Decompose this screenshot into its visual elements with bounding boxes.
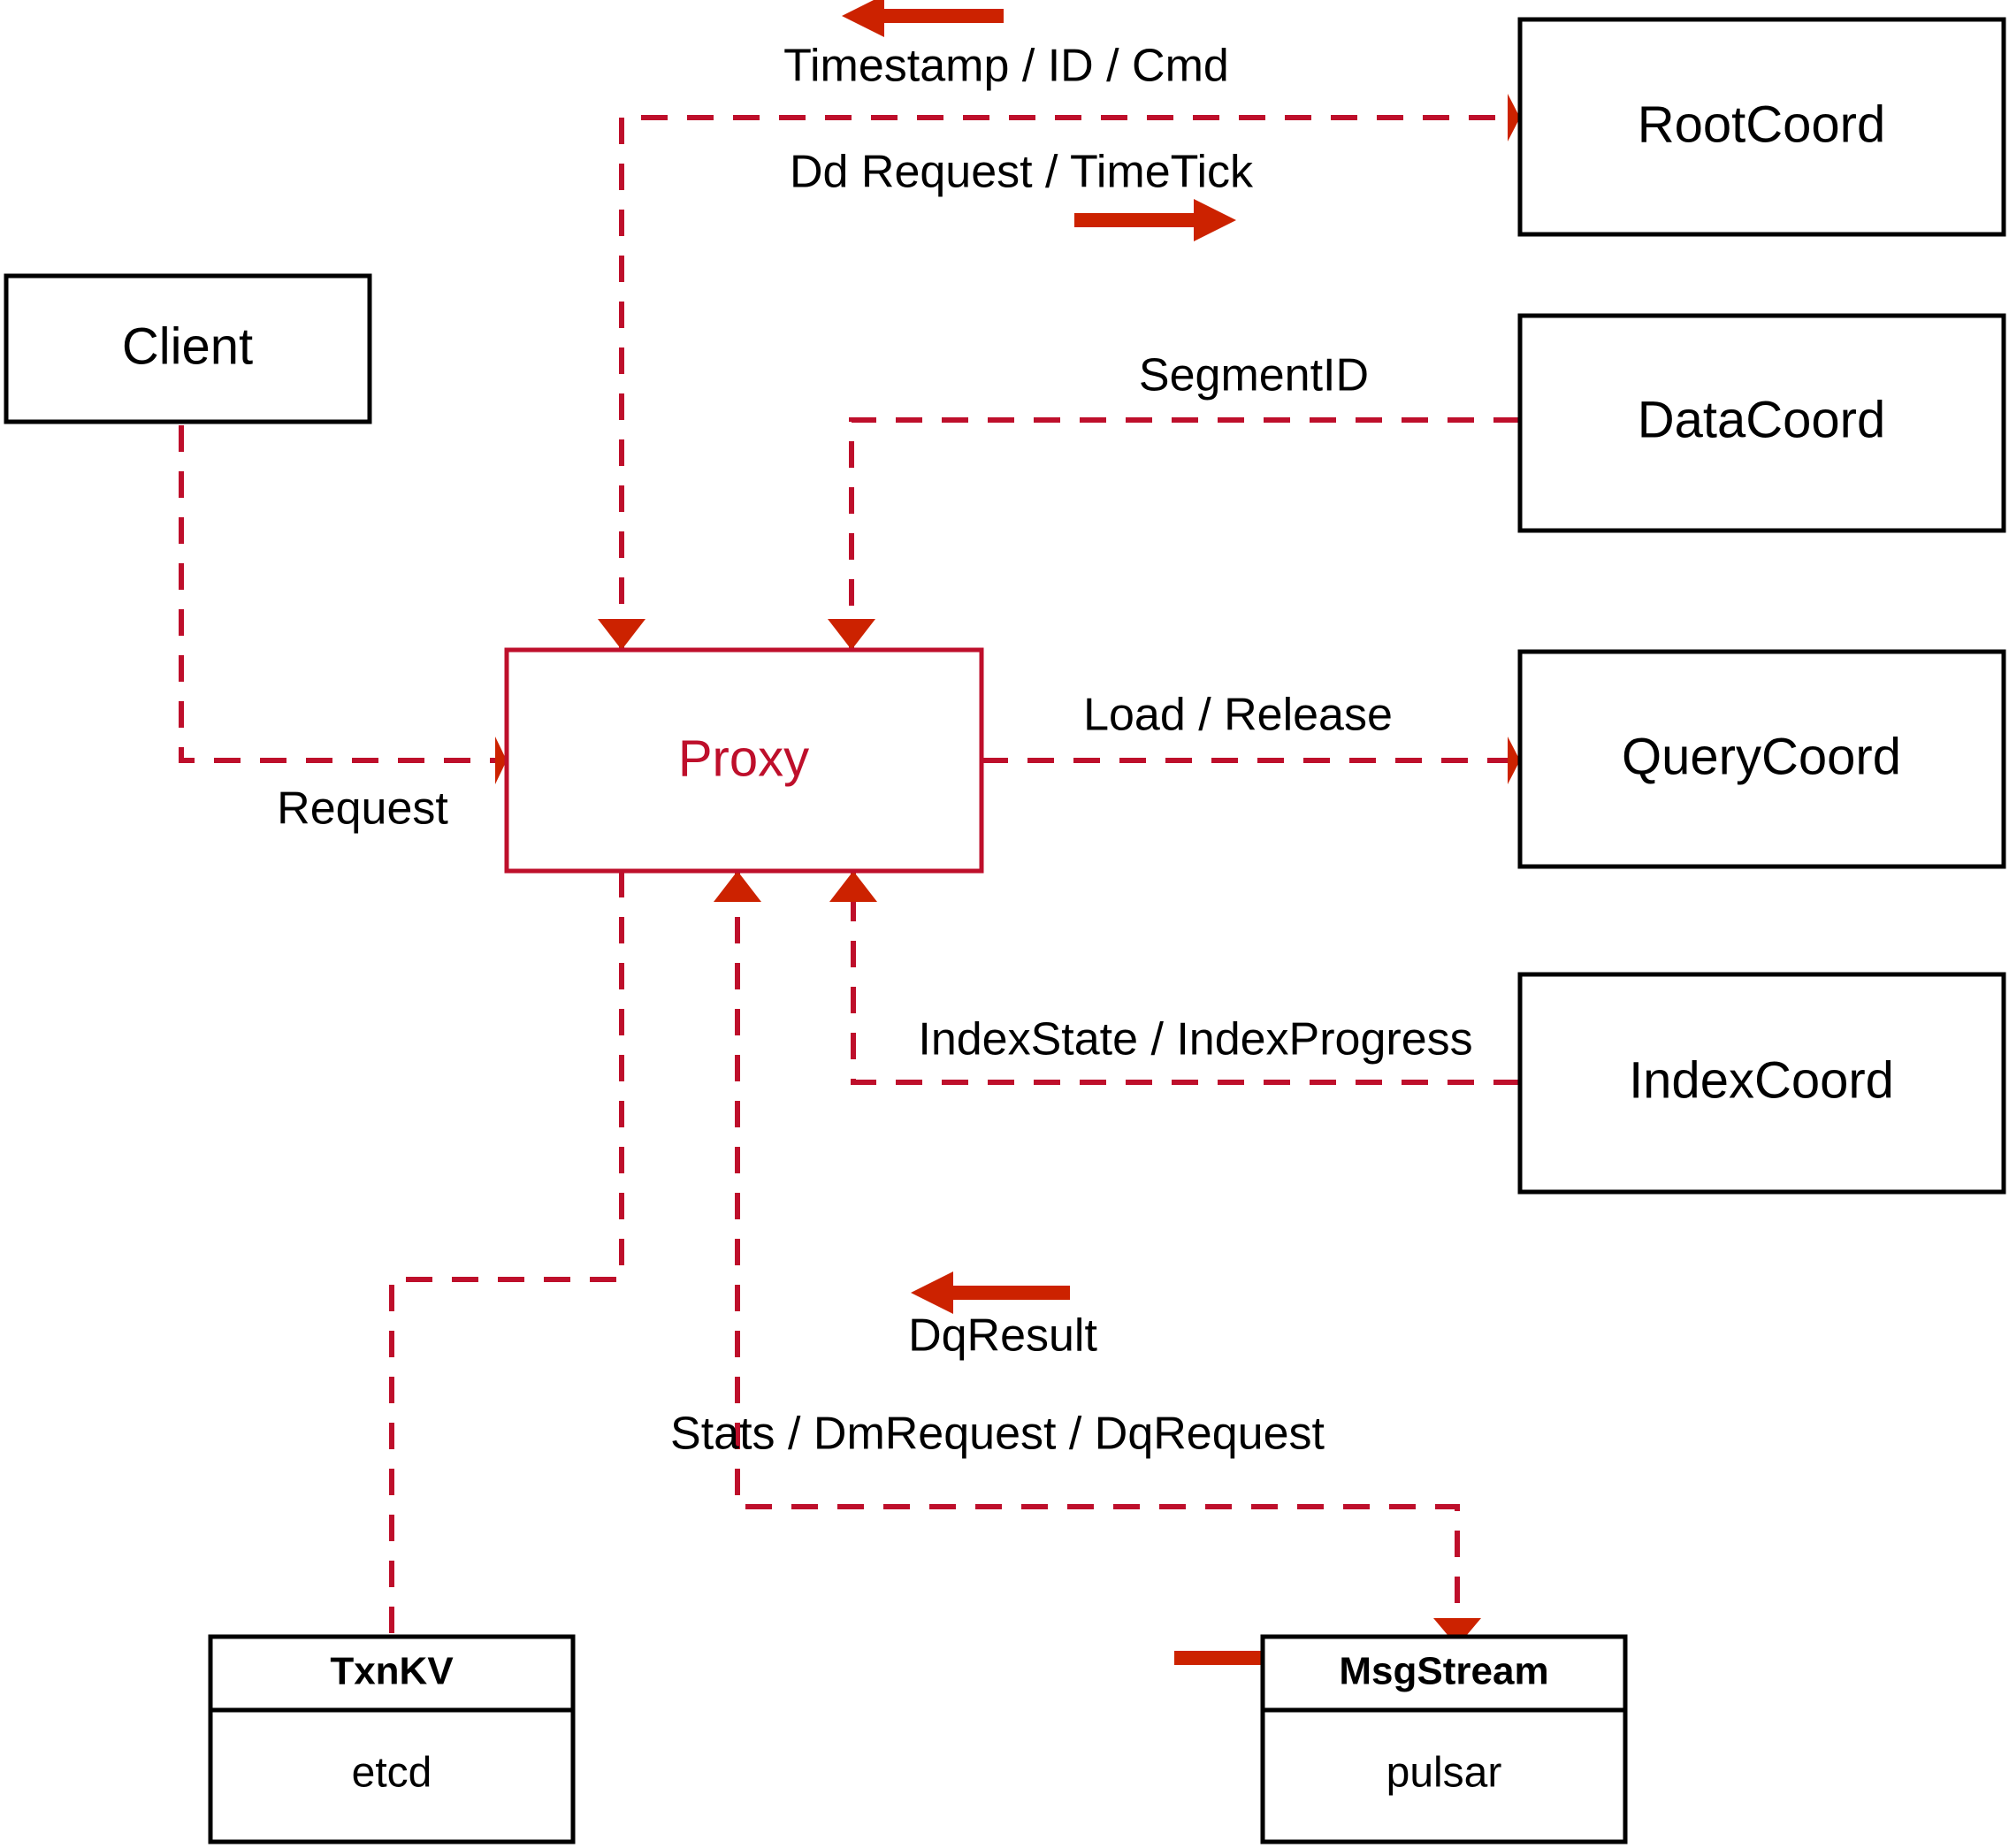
direction-arrow-timestamp-head — [842, 0, 884, 37]
flow-proxy-rootcoord — [619, 115, 1508, 650]
edge-label-stats-dm-dq-request: Stats / DmRequest / DqRequest — [670, 1409, 1325, 1460]
node-msgstream[interactable] — [1260, 1634, 1628, 1844]
node-indexcoord-label: IndexCoord — [1629, 1051, 1894, 1109]
flow-proxy-msgstream — [735, 871, 1460, 1618]
edge-label-segment-id: SegmentID — [1139, 350, 1369, 401]
flow-proxy-to-txnkv — [389, 871, 624, 1637]
direction-arrow-ddrequest-head — [1194, 199, 1236, 241]
node-rootcoord[interactable] — [1517, 17, 2006, 237]
node-rootcoord-label: RootCoord — [1638, 95, 1885, 153]
node-txnkv-impl-label: etcd — [352, 1750, 432, 1797]
node-querycoord[interactable] — [1517, 649, 2006, 869]
flow-client-to-proxy — [179, 287, 495, 763]
arrowhead-to-msgstream — [1433, 1618, 1481, 1646]
node-indexcoord[interactable] — [1517, 972, 2006, 1195]
flow-datacoord-to-proxy — [849, 417, 1520, 650]
arrowhead-client-to-proxy — [495, 737, 507, 784]
edge-label-dq-result: DqResult — [908, 1310, 1097, 1362]
node-datacoord[interactable] — [1517, 313, 2006, 533]
edge-label-timestamp-id-cmd: Timestamp / ID / Cmd — [783, 41, 1229, 92]
edge-label-dd-request-timetick: Dd Request / TimeTick — [790, 147, 1254, 198]
node-msgstream-label: MsgStream — [1339, 1650, 1548, 1693]
arrowhead-to-rootcoord — [1508, 94, 1520, 141]
arrowhead-rootcoord-to-proxy — [598, 619, 645, 650]
node-querycoord-label: QueryCoord — [1622, 728, 1901, 785]
node-txnkv[interactable] — [208, 1634, 576, 1844]
arrowhead-datacoord-to-proxy — [828, 619, 875, 650]
edge-label-index-state-progress: IndexState / IndexProgress — [918, 1014, 1472, 1065]
node-datacoord-label: DataCoord — [1638, 391, 1885, 448]
edge-label-request: Request — [277, 783, 448, 835]
arrowhead-indexcoord-to-proxy — [829, 871, 877, 902]
flow-indexcoord-to-proxy — [851, 871, 1520, 1085]
arrowhead-msgstream-to-proxy — [714, 871, 761, 902]
node-client[interactable] — [4, 273, 372, 424]
node-msgstream-impl-label: pulsar — [1386, 1750, 1502, 1797]
node-txnkv-label: TxnKV — [330, 1650, 454, 1693]
node-proxy-label: Proxy — [678, 729, 809, 787]
edge-label-load-release: Load / Release — [1083, 690, 1393, 741]
node-client-label: Client — [122, 317, 253, 375]
arrowhead-to-querycoord — [1508, 737, 1520, 784]
node-proxy[interactable] — [504, 647, 984, 874]
direction-arrow-dqresult-head — [911, 1271, 953, 1314]
